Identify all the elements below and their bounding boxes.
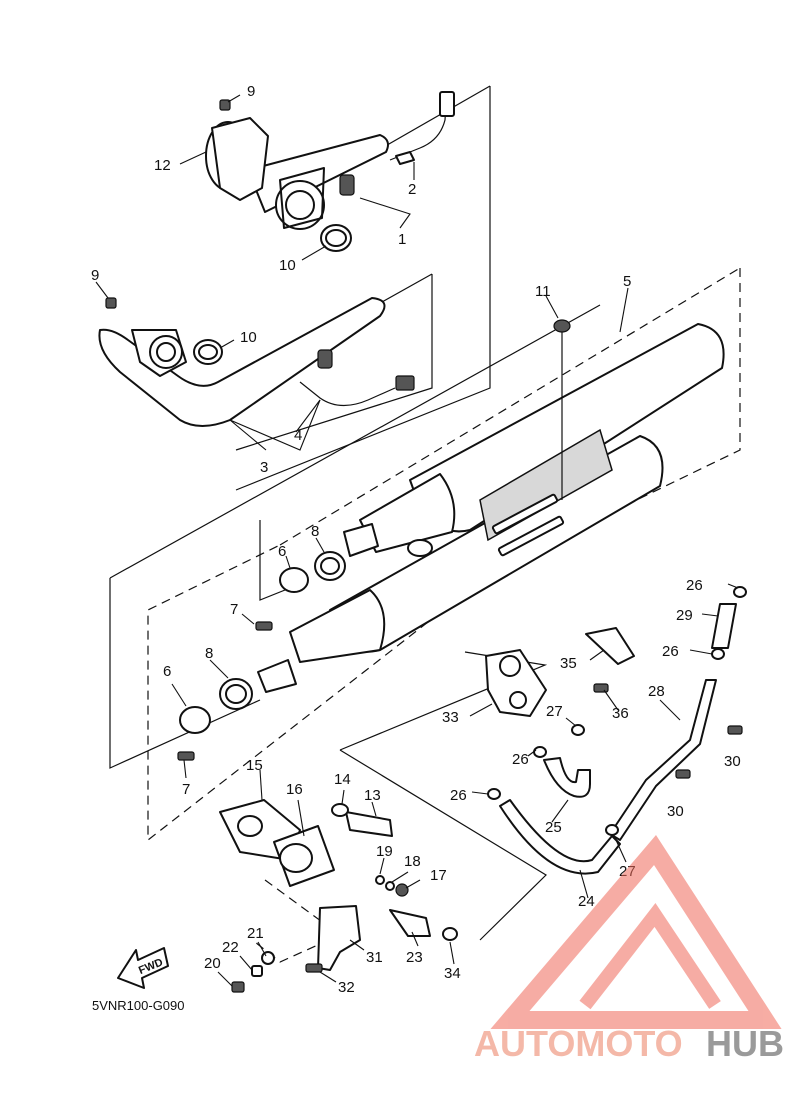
hose-24 [499, 799, 621, 875]
callout-25: 25 [545, 819, 562, 836]
callout-33: 33 [442, 709, 459, 726]
bracket-31 [317, 905, 361, 971]
hose-29 [711, 603, 737, 649]
callout-36: 36 [612, 705, 629, 722]
callout-8-upper: 8 [311, 523, 319, 540]
callout-32: 32 [338, 979, 355, 996]
callout-8-lower: 8 [205, 645, 213, 662]
callout-19: 19 [376, 843, 393, 860]
hose-13 [345, 811, 393, 837]
bolt-7-lower [177, 751, 195, 761]
callout-28: 28 [648, 683, 665, 700]
callout-30-right: 30 [724, 753, 741, 770]
callout-27-upper: 27 [546, 703, 563, 720]
callout-23: 23 [406, 949, 423, 966]
callout-14: 14 [334, 771, 351, 788]
callout-9-middle: 9 [91, 267, 99, 284]
callout-34: 34 [444, 965, 461, 982]
gasket-10-middle [193, 339, 223, 365]
callout-7-lower: 7 [182, 781, 190, 798]
bolts-30 [675, 725, 743, 779]
clamp-8-lower [219, 678, 253, 710]
callout-12: 12 [154, 157, 171, 174]
hose-25 [543, 757, 591, 798]
pipe-23 [389, 909, 431, 937]
callout-4: 4 [294, 427, 302, 444]
watermark-logo [490, 834, 782, 1029]
fastener-set-20-21-22 [231, 951, 275, 993]
leader-lines [95, 94, 739, 987]
callout-3: 3 [260, 459, 268, 476]
pipe-28 [609, 679, 717, 841]
callout-15: 15 [246, 757, 263, 774]
callout-20: 20 [204, 955, 221, 972]
callout-10-upper: 10 [279, 257, 296, 274]
callout-9-upper: 9 [247, 83, 255, 100]
valve-16 [273, 825, 335, 887]
watermark-text-automoto: AUTOMOTO [474, 1023, 683, 1064]
exhaust-pipe-1 [205, 91, 455, 230]
exhaust-pipe-2 [98, 297, 415, 427]
bolt-11 [553, 319, 571, 500]
callout-24: 24 [578, 893, 595, 910]
muffler-dashed-frame [147, 267, 741, 842]
gasket-10-upper [320, 224, 352, 252]
callout-7-upper: 7 [230, 601, 238, 618]
callout-26-left: 26 [450, 787, 467, 804]
callout-5: 5 [623, 273, 631, 290]
callout-6-lower: 6 [163, 663, 171, 680]
joint-6-upper [279, 567, 309, 593]
bolt-9-middle [105, 297, 117, 309]
callout-35: 35 [560, 655, 577, 672]
bolt-32 [305, 963, 323, 973]
callout-11: 11 [535, 283, 551, 300]
callout-30-left: 30 [667, 803, 684, 820]
clip-14 [331, 803, 349, 817]
bolt-36 [593, 683, 609, 693]
callout-22: 22 [222, 939, 239, 956]
callout-21: 21 [247, 925, 264, 942]
callout-17: 17 [430, 867, 447, 884]
muffler-assembly [257, 323, 725, 693]
callout-26-top: 26 [686, 577, 703, 594]
callout-18: 18 [404, 853, 421, 870]
clips-26-27 [487, 586, 747, 836]
callout-26-center: 26 [512, 751, 529, 768]
washers-17-19 [375, 875, 409, 897]
callout-13: 13 [364, 787, 381, 804]
callout-10-middle: 10 [240, 329, 257, 346]
callout-numbers: 9 12 2 1 10 9 10 4 3 11 5 8 6 7 8 6 7 26… [91, 83, 741, 996]
joint-6-lower [179, 706, 211, 734]
callout-2: 2 [408, 181, 416, 198]
callout-29: 29 [676, 607, 693, 624]
bracket-35 [585, 627, 635, 665]
callout-16: 16 [286, 781, 303, 798]
fwd-arrow-icon: FWD [117, 947, 169, 989]
callout-6-upper: 6 [278, 543, 286, 560]
bolt-9-upper [219, 99, 231, 111]
callout-26-mid: 26 [662, 643, 679, 660]
clamp-8-upper [314, 551, 346, 581]
callout-1: 1 [398, 231, 406, 248]
air-cutoff-valve-33 [485, 649, 547, 717]
clamp-34 [442, 927, 458, 941]
bolt-7-upper [255, 621, 273, 631]
watermark-text-hub: HUB [706, 1023, 784, 1064]
diagram-code: 5VNR100-G090 [92, 998, 185, 1013]
callout-31: 31 [366, 949, 383, 966]
